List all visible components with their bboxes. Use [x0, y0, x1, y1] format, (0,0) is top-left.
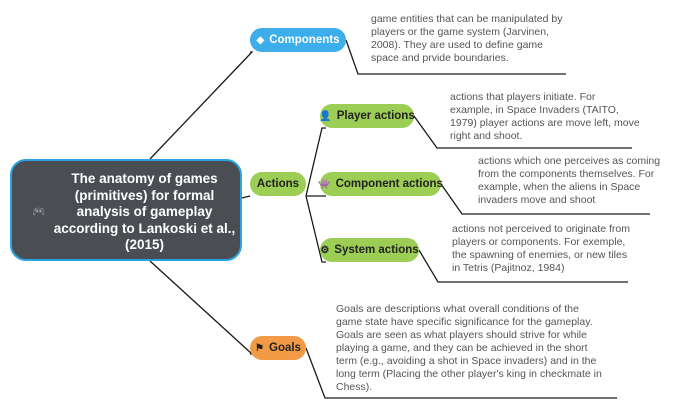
- note-line-player: [413, 115, 632, 149]
- note-goals: Goals are descriptions what overall cond…: [336, 303, 602, 393]
- node-system-actions[interactable]: ⚙ System actions: [320, 238, 419, 262]
- node-components-label: Components: [269, 34, 340, 46]
- node-components[interactable]: ◆ Components: [250, 28, 346, 52]
- node-actions-label: Actions: [256, 178, 300, 190]
- alien-icon: 👾: [318, 178, 331, 190]
- connector-components: [149, 51, 254, 160]
- connector-actions: [241, 195, 251, 199]
- person-icon: 👤: [319, 110, 332, 122]
- note-line-goals: [305, 347, 617, 399]
- node-player-actions[interactable]: 👤 Player actions: [319, 104, 415, 128]
- note-line-components: [345, 39, 566, 75]
- node-actions[interactable]: Actions: [250, 172, 306, 196]
- connector-goals: [149, 260, 254, 355]
- flag-icon: ⚑: [255, 342, 264, 354]
- node-player-actions-label: Player actions: [336, 110, 415, 122]
- node-component-actions-label: Component actions: [335, 178, 443, 190]
- game-controller-icon: 🎮: [32, 206, 46, 218]
- note-player-actions: actions that players initiate. For examp…: [450, 91, 640, 142]
- node-goals[interactable]: ⚑ Goals: [250, 336, 306, 360]
- note-line-component-actions: [440, 183, 650, 215]
- node-goals-label: Goals: [269, 342, 301, 354]
- connector-player-actions: [305, 127, 326, 197]
- note-line-system: [418, 249, 628, 283]
- gear-icon: ⚙: [320, 244, 330, 256]
- central-title: The anatomy of games (primitives) for fo…: [53, 171, 236, 252]
- central-topic[interactable]: 🎮 The anatomy of games (primitives) for …: [10, 159, 242, 261]
- note-system-actions: actions not perceived to originate from …: [452, 223, 631, 274]
- node-component-actions[interactable]: 👾 Component actions: [318, 172, 443, 196]
- component-icon: ◆: [256, 34, 265, 46]
- note-components: game entities that can be manipulated by…: [371, 13, 563, 64]
- note-component-actions: actions which one perceives as coming fr…: [478, 155, 661, 206]
- node-system-actions-label: System actions: [334, 244, 419, 256]
- connector-system-actions: [305, 195, 326, 263]
